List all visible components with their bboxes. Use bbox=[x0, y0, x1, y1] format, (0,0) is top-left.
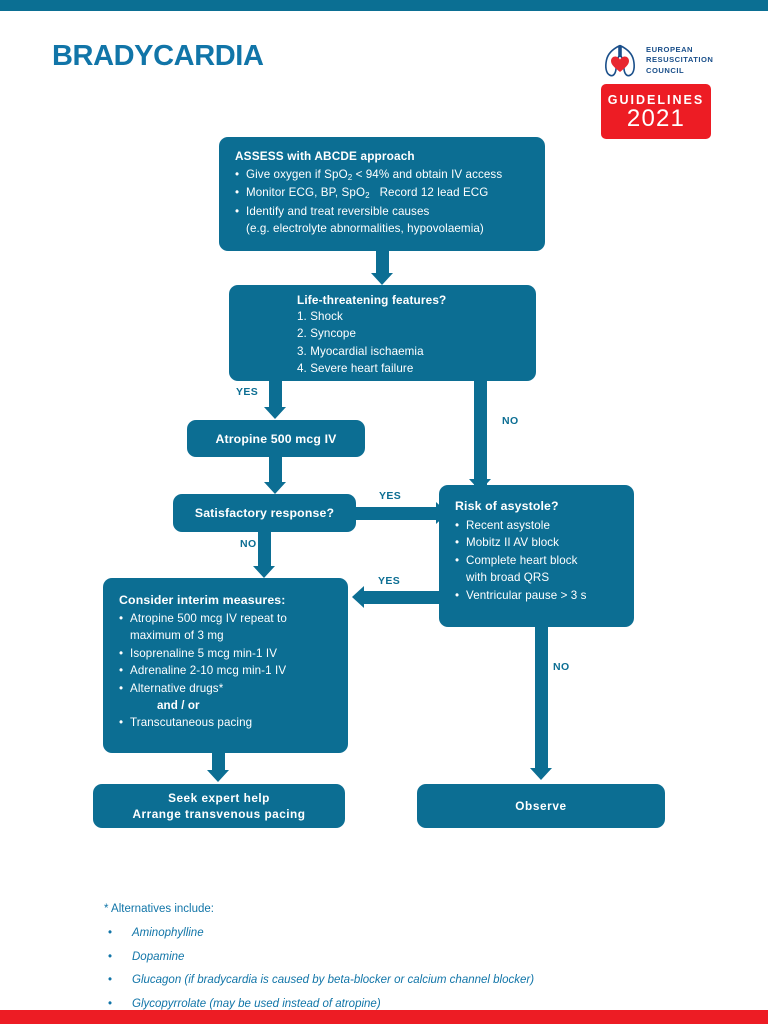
footnotes-list: Aminophylline Dopamine Glucagon (if brad… bbox=[104, 922, 704, 1016]
connector-assess-to-lifethreat bbox=[376, 251, 389, 277]
footnote-item-4: Glycopyrrolate (may be used instead of a… bbox=[104, 993, 704, 1017]
interim-item-1: Atropine 500 mcg IV repeat to maximum of… bbox=[119, 610, 336, 645]
observe-box: Observe bbox=[417, 784, 665, 828]
interim-measures-heading: Consider interim measures: bbox=[119, 593, 286, 607]
footnotes-heading: * Alternatives include: bbox=[104, 903, 214, 915]
label-no-asystole: NO bbox=[553, 661, 570, 673]
top-rule bbox=[0, 0, 768, 11]
connector-lifethreat-yes bbox=[269, 381, 282, 409]
interim-item-4: Alternative drugs* bbox=[119, 680, 336, 698]
risk-asystole-heading: Risk of asystole? bbox=[455, 499, 559, 513]
guidelines-badge: GUIDELINES 2021 bbox=[601, 84, 711, 139]
logo-line-1: EUROPEAN bbox=[646, 44, 694, 54]
arrow-asystole-yes bbox=[352, 586, 364, 608]
footnote-item-3: Glucagon (if bradycardia is caused by be… bbox=[104, 969, 704, 993]
arrow-asystole-no bbox=[530, 768, 552, 780]
erc-logo: EUROPEAN RESUSCITATION COUNCIL GUIDELINE… bbox=[600, 37, 713, 139]
seek-help-line-1: Seek expert help bbox=[168, 791, 270, 805]
life-threatening-item-3: 3. Myocardial ischaemia bbox=[297, 344, 424, 358]
satisfactory-response-box: Satisfactory response? bbox=[173, 494, 356, 532]
assess-item-4: (e.g. electrolyte abnormalities, hypovol… bbox=[246, 222, 484, 236]
atropine-box: Atropine 500 mcg IV bbox=[187, 420, 365, 457]
interim-item-3: Adrenaline 2-10 mcg min-1 IV bbox=[119, 662, 336, 680]
arrow-satisfactory-no bbox=[253, 566, 275, 578]
footnote-item-1: Aminophylline bbox=[104, 922, 704, 946]
badge-label: GUIDELINES bbox=[607, 92, 705, 107]
label-no-lifethreatening: NO bbox=[502, 415, 519, 427]
erc-logo-wordmark: EUROPEAN RESUSCITATION COUNCIL bbox=[646, 45, 713, 77]
arrow-lifethreat-yes bbox=[264, 407, 286, 419]
arrow-interim-to-seekhelp bbox=[207, 770, 229, 782]
page-title: BRADYCARDIA bbox=[52, 40, 264, 72]
label-yes-asystole: YES bbox=[378, 575, 401, 587]
risk-asystole-item-2: Mobitz II AV block bbox=[455, 534, 622, 552]
interim-item-5: Transcutaneous pacing bbox=[119, 714, 336, 732]
footnote-item-2: Dopamine bbox=[104, 946, 704, 970]
arrow-atropine-to-satisfactory bbox=[264, 482, 286, 494]
life-threatening-item-2: 2. Syncope bbox=[297, 327, 357, 341]
connector-satisfactory-yes bbox=[356, 507, 439, 520]
observe-label: Observe bbox=[515, 799, 567, 813]
connector-interim-to-seekhelp bbox=[212, 753, 225, 773]
life-threatening-item-4: 4. Severe heart failure bbox=[297, 362, 414, 376]
assess-item-2: Monitor ECG, BP, SpO2 Record 12 lead ECG bbox=[235, 184, 529, 202]
arrow-assess-to-lifethreat bbox=[371, 273, 393, 285]
risk-asystole-box: Risk of asystole? Recent asystole Mobitz… bbox=[439, 485, 634, 627]
life-threatening-item-1: 1. Shock bbox=[297, 310, 343, 323]
risk-asystole-item-1: Recent asystole bbox=[455, 517, 622, 535]
seek-expert-help-box: Seek expert help Arrange transvenous pac… bbox=[93, 784, 345, 828]
connector-atropine-to-satisfactory bbox=[269, 457, 282, 484]
connector-asystole-yes bbox=[363, 591, 443, 604]
risk-asystole-item-4: Ventricular pause > 3 s bbox=[455, 587, 622, 605]
label-yes-satisfactory: YES bbox=[379, 490, 402, 502]
assess-heading: ASSESS with ABCDE approach bbox=[235, 149, 415, 163]
footnotes: * Alternatives include: Aminophylline Do… bbox=[104, 900, 704, 1016]
risk-asystole-item-3: Complete heart block with broad QRS bbox=[455, 552, 622, 587]
life-threatening-box: Life-threatening features? 1. Shock 2. S… bbox=[229, 285, 536, 381]
connector-satisfactory-no bbox=[258, 532, 271, 569]
life-threatening-list: 1. Shock 2. Syncope 3. Myocardial ischae… bbox=[297, 308, 536, 378]
seek-help-line-2: Arrange transvenous pacing bbox=[132, 807, 306, 821]
interim-item-2: Isoprenaline 5 mcg min-1 IV bbox=[119, 645, 336, 663]
badge-year: 2021 bbox=[626, 104, 686, 132]
interim-measures-box: Consider interim measures: Atropine 500 … bbox=[103, 578, 348, 753]
atropine-label: Atropine 500 mcg IV bbox=[215, 431, 337, 446]
logo-line-2: RESUSCITATION bbox=[646, 55, 714, 65]
interim-and-or: and / or bbox=[157, 699, 200, 713]
connector-lifethreat-no bbox=[474, 381, 487, 485]
assess-box: ASSESS with ABCDE approach Give oxygen i… bbox=[219, 137, 545, 251]
risk-asystole-list: Recent asystole Mobitz II AV block Compl… bbox=[455, 517, 622, 604]
logo-line-3: COUNCIL bbox=[646, 65, 685, 75]
label-yes-lifethreatening: YES bbox=[236, 386, 259, 398]
interim-measures-list: Atropine 500 mcg IV repeat to maximum of… bbox=[119, 610, 336, 732]
label-no-satisfactory: NO bbox=[240, 538, 257, 550]
assess-list: Give oxygen if SpO2 < 94% and obtain IV … bbox=[235, 166, 529, 238]
assess-item-3: Identify and treat reversible causes bbox=[235, 203, 529, 221]
connector-asystole-no bbox=[535, 627, 548, 770]
assess-item-1: Give oxygen if SpO2 < 94% and obtain IV … bbox=[235, 166, 529, 184]
life-threatening-heading: Life-threatening features? bbox=[297, 293, 447, 307]
satisfactory-response-label: Satisfactory response? bbox=[194, 506, 335, 520]
lungs-heart-icon bbox=[600, 40, 640, 82]
erc-logo-top: EUROPEAN RESUSCITATION COUNCIL bbox=[600, 37, 713, 84]
